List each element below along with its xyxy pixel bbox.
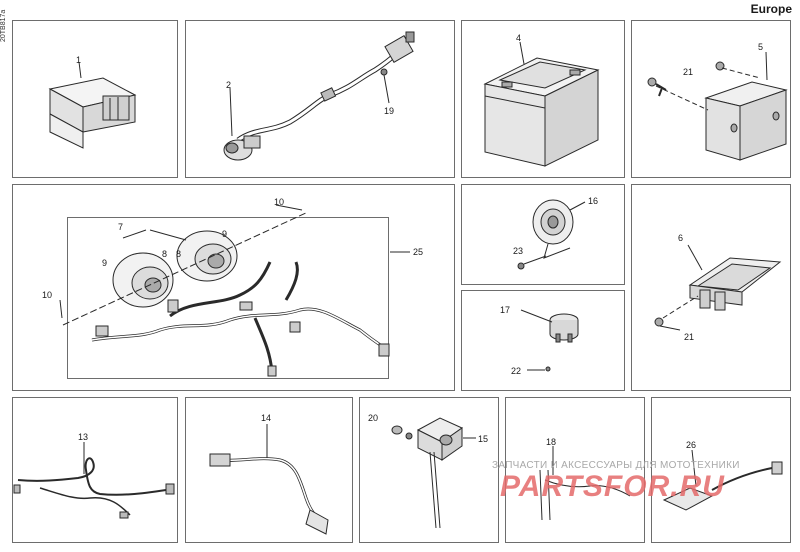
region-label: Europe [750, 2, 792, 16]
part-26-drawing [664, 450, 782, 510]
callout-7: 7 [118, 222, 124, 232]
callout-13: 13 [78, 432, 89, 442]
part-14-drawing [210, 424, 328, 534]
callout-22: 22 [511, 366, 522, 376]
callout-10-left: 10 [42, 290, 53, 300]
part-17-drawing [521, 310, 578, 371]
part-16-drawing [518, 200, 585, 269]
part-1-drawing [50, 62, 135, 148]
callout-15: 15 [478, 434, 489, 444]
callout-2: 2 [226, 80, 232, 90]
callout-9-left: 9 [102, 258, 108, 268]
callout-6: 6 [678, 233, 684, 243]
callout-21-bottom: 21 [684, 332, 695, 342]
part-25-drawing [60, 205, 410, 376]
watermark-logo: PARTSFOR.RU [500, 470, 725, 503]
watermark-text: ЗАПЧАСТИ И АКСЕССУАРЫ ДЛЯ МОТОТЕХНИКИ [492, 460, 740, 471]
part-4-drawing [485, 42, 598, 166]
headlight-harness-inset [67, 217, 389, 379]
callout-8-left: 8 [162, 249, 168, 259]
panel-part-15 [359, 397, 499, 543]
callout-5: 5 [758, 42, 764, 52]
callout-20: 20 [368, 413, 379, 423]
callout-26: 26 [686, 440, 697, 450]
callout-25: 25 [413, 247, 424, 257]
callout-21-top: 21 [683, 67, 694, 77]
callout-1: 1 [76, 55, 82, 65]
part-18-drawing [540, 446, 630, 520]
part-15-drawing [392, 418, 476, 528]
part-2-drawing [224, 32, 414, 160]
callout-17: 17 [500, 305, 511, 315]
callout-14: 14 [261, 413, 272, 423]
callout-8-right: 8 [176, 249, 182, 259]
part-6-drawing [655, 245, 780, 330]
panel-part-26 [651, 397, 791, 543]
panel-part-18 [505, 397, 645, 543]
callout-23: 23 [513, 246, 524, 256]
callout-18: 18 [546, 437, 557, 447]
panel-part-17 [461, 290, 625, 391]
callout-9-right: 9 [222, 229, 228, 239]
part-13-drawing [14, 442, 174, 518]
callout-10-top: 10 [274, 197, 285, 207]
panel-part-13 [12, 397, 178, 543]
callout-4: 4 [516, 33, 522, 43]
callout-16: 16 [588, 196, 599, 206]
part-5-drawing [648, 52, 786, 160]
callout-19: 19 [384, 106, 395, 116]
